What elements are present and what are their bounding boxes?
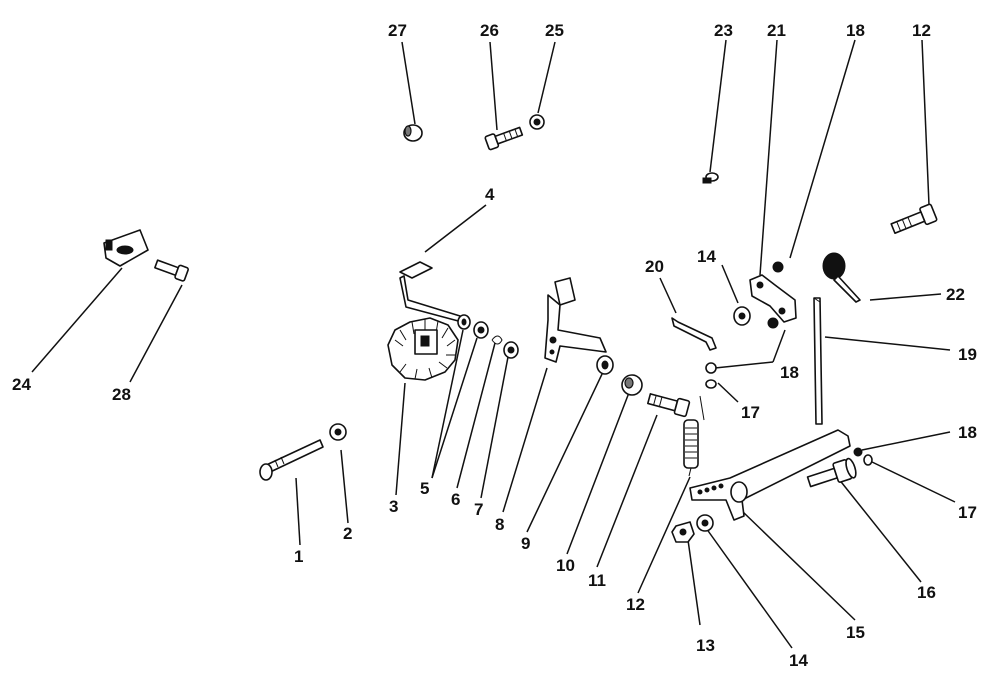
part-11-bolt (647, 393, 691, 418)
part-8-bracket (544, 277, 607, 363)
callout-15: 15 (846, 623, 865, 642)
part-27-spacer (403, 124, 423, 142)
callout-17-mid: 17 (741, 403, 760, 422)
callout-12-spring: 12 (626, 595, 645, 614)
callout-2: 2 (343, 524, 352, 543)
part-10-bushing (621, 374, 643, 396)
part-15-lever (689, 429, 851, 521)
callout-26: 26 (480, 21, 499, 40)
part-22-knob (822, 252, 861, 303)
part-14-washer-bottom (696, 514, 714, 532)
callout-8: 8 (495, 515, 504, 534)
callout-17-right: 17 (958, 503, 977, 522)
callout-18-top: 18 (846, 21, 865, 40)
callout-22: 22 (946, 285, 965, 304)
part-7-nut (503, 341, 519, 359)
callout-28: 28 (112, 385, 131, 404)
callout-5: 5 (420, 479, 429, 498)
callout-14-top: 14 (697, 247, 716, 266)
part-13-nut (671, 521, 695, 543)
callout-20: 20 (645, 257, 664, 276)
callout-21: 21 (767, 21, 786, 40)
callout-7: 7 (474, 500, 483, 519)
callout-1: 1 (294, 547, 303, 566)
callout-16: 16 (917, 583, 936, 602)
part-16-bolt (806, 457, 857, 488)
callout-25: 25 (545, 21, 564, 40)
leader-lines (31, 39, 956, 649)
part-2-nut (329, 423, 347, 441)
part-25-nut (529, 114, 545, 130)
callout-3: 3 (389, 497, 398, 516)
part-5-washers (457, 314, 489, 339)
part-20-link (671, 317, 717, 351)
callout-labels: 1 2 3 4 5 6 7 8 9 10 11 12 12 13 14 14 1… (12, 21, 977, 670)
part-18-nuts (705, 261, 863, 457)
callout-11: 11 (588, 571, 606, 590)
part-17-washers (705, 379, 873, 466)
part-6-clip (491, 335, 503, 345)
callout-10: 10 (556, 556, 575, 575)
part-26-bolt (484, 126, 524, 151)
part-4-rod (399, 261, 463, 323)
callout-12-top: 12 (912, 21, 931, 40)
callout-14-bottom: 14 (789, 651, 808, 670)
part-24-bracket (103, 229, 149, 267)
part-9-washer (596, 355, 614, 375)
callout-24: 24 (12, 375, 31, 394)
part-21-plate (749, 274, 797, 323)
callout-19: 19 (958, 345, 977, 364)
part-14-nut-top (733, 306, 751, 326)
callout-13: 13 (696, 636, 715, 655)
part-3-gear-knob (387, 317, 459, 381)
callout-18-right: 18 (958, 423, 977, 442)
part-1-long-bolt (259, 439, 324, 481)
callout-18-mid: 18 (780, 363, 799, 382)
part-28-bolt (154, 259, 189, 282)
part-12-bolt-top (890, 203, 938, 235)
part-23-screw (702, 172, 719, 184)
callout-4: 4 (485, 185, 495, 204)
callout-9: 9 (521, 534, 530, 553)
callout-6: 6 (451, 490, 460, 509)
callout-23: 23 (714, 21, 733, 40)
part-12-spring (683, 395, 705, 477)
part-19-rod (813, 297, 823, 425)
callout-27: 27 (388, 21, 407, 40)
